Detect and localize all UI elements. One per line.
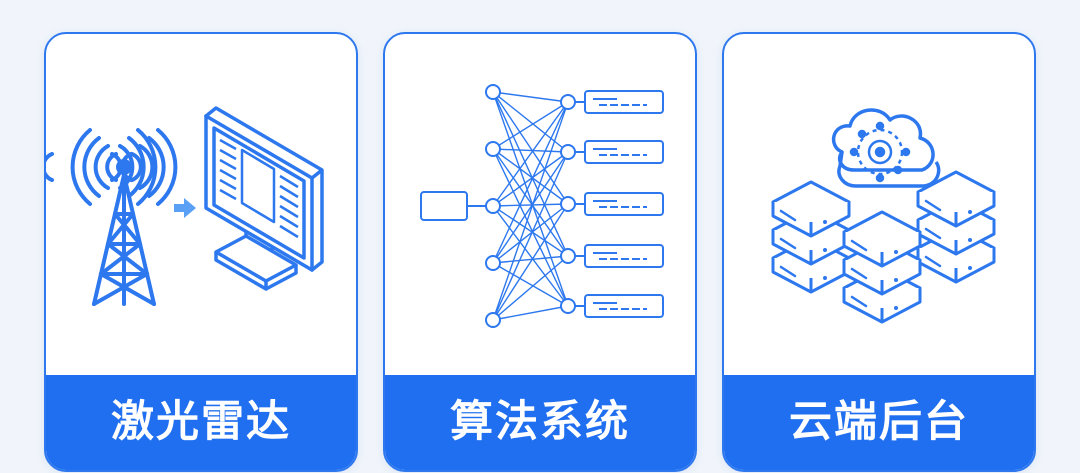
network-link <box>492 148 569 307</box>
server-unit-led <box>968 238 972 242</box>
server-unit-slot <box>779 209 797 222</box>
network-link <box>492 91 569 103</box>
network-link <box>492 91 569 307</box>
network-link <box>492 255 569 321</box>
network-link <box>492 91 569 257</box>
server-unit-led <box>823 276 827 280</box>
algorithm-illustration <box>385 34 695 374</box>
server-unit-led <box>968 266 972 270</box>
network-link <box>492 203 569 207</box>
server-unit-slot <box>924 199 942 212</box>
network-link <box>492 203 569 321</box>
network-link <box>492 91 569 205</box>
network-link <box>492 101 569 264</box>
server-unit-slot <box>779 237 797 250</box>
input-node <box>485 312 501 328</box>
cloud-server-icon <box>771 108 996 324</box>
server-unit-slot <box>850 239 868 252</box>
neural-network-icon <box>420 84 664 328</box>
panel-cloud: 云端后台 <box>722 32 1036 472</box>
input-node <box>485 84 501 100</box>
server-unit-slot <box>924 255 942 268</box>
network-link <box>492 148 569 205</box>
network-link <box>492 262 569 307</box>
input-block <box>420 191 468 221</box>
panel-footer: 算法系统 <box>385 375 695 470</box>
server-unit-led <box>823 248 827 252</box>
output-block <box>584 244 664 268</box>
panel-label-lidar: 激光雷达 <box>111 397 291 447</box>
cloud-illustration <box>724 34 1034 374</box>
lidar-illustration <box>46 34 356 374</box>
network-link <box>492 205 569 257</box>
panel-algorithm: 算法系统 <box>383 32 697 472</box>
input-node <box>485 198 501 214</box>
server-unit-slot <box>850 267 868 280</box>
network-link <box>492 148 569 257</box>
server-unit-led <box>894 306 898 310</box>
network-link <box>492 151 569 207</box>
server-unit-led <box>823 220 827 224</box>
panel-lidar: 激光雷达 <box>44 32 358 472</box>
output-block <box>584 294 664 318</box>
network-link <box>492 255 569 264</box>
output-node <box>560 144 576 160</box>
network-link <box>492 205 569 307</box>
radar-tower-to-monitor-icon <box>46 106 324 306</box>
network-link <box>492 203 569 264</box>
output-node <box>560 94 576 110</box>
panel-label-cloud: 云端后台 <box>789 397 969 447</box>
network-link <box>492 305 569 321</box>
server-unit-led <box>894 250 898 254</box>
panel-footer: 激光雷达 <box>46 375 356 470</box>
network-link <box>492 148 569 153</box>
network-link <box>492 91 569 153</box>
output-node <box>560 298 576 314</box>
output-node <box>560 248 576 264</box>
network-link <box>492 151 569 321</box>
network-link <box>492 101 569 150</box>
server-unit-slot <box>924 227 942 240</box>
server-unit-slot <box>850 295 868 308</box>
network-link <box>492 101 569 321</box>
server-unit-led <box>968 210 972 214</box>
output-node <box>560 196 576 212</box>
network-link <box>492 151 569 264</box>
output-block <box>584 90 664 114</box>
output-block <box>584 140 664 164</box>
server-unit-slot <box>779 265 797 278</box>
panel-footer: 云端后台 <box>724 375 1034 470</box>
input-node <box>485 255 501 271</box>
panel-label-algorithm: 算法系统 <box>450 397 630 447</box>
output-block <box>584 192 664 216</box>
network-link <box>492 101 569 207</box>
server-unit-led <box>894 278 898 282</box>
input-node <box>485 141 501 157</box>
